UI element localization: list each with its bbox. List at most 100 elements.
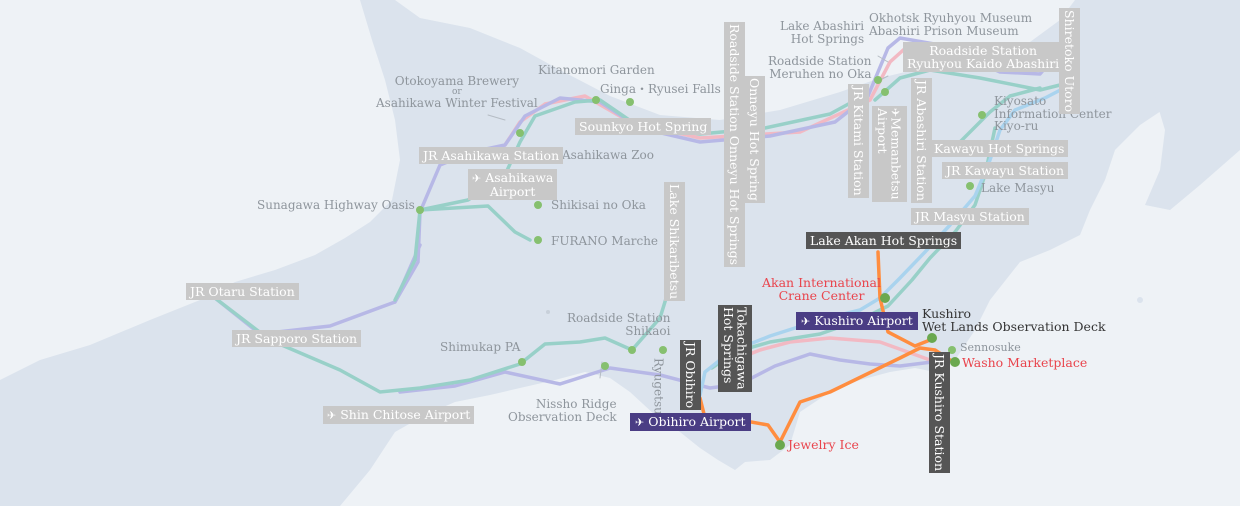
shin-chitose-label[interactable]: ✈Shin Chitose Airport — [323, 406, 475, 424]
otokoyama-label[interactable]: Otokoyama Brewery or Asahikawa Winter Fe… — [376, 75, 538, 110]
green-dot[interactable] — [881, 88, 889, 96]
airplane-icon: ✈ — [801, 315, 811, 328]
label-line: Hot Springs — [721, 307, 737, 384]
green-dot[interactable] — [927, 333, 937, 343]
label-line: Okhotsk Ryuhyou Museum — [869, 11, 1033, 25]
kawayu-hot-label[interactable]: Kawayu Hot Springs — [930, 140, 1069, 158]
jr-asahikawa-label[interactable]: JR Asahikawa Station — [419, 147, 564, 165]
label-line: Roadside Station — [768, 54, 872, 68]
ryuhyou-kaido-label[interactable]: Roadside Station Ryuhyou Kaido Abashiri — [903, 42, 1064, 73]
label-line: Lake Abashiri — [780, 19, 865, 33]
meruhen-label[interactable]: Roadside Station Meruhen no Oka — [768, 55, 872, 80]
islet — [546, 310, 550, 314]
jr-abashiri-label[interactable]: JR Abashiri Station — [911, 78, 933, 203]
green-dot[interactable] — [626, 98, 634, 106]
label-line: Airport — [875, 108, 891, 154]
green-dot[interactable] — [534, 201, 542, 209]
label-line: Meruhen no Oka — [769, 66, 872, 81]
shiretoko-label[interactable]: Shiretoko Utoro — [1059, 8, 1081, 115]
connector-line — [487, 55, 889, 379]
label-line: Wet Lands Observation Deck — [922, 319, 1106, 335]
green-dot[interactable] — [775, 440, 785, 450]
kushiro-airport-label[interactable]: ✈Kushiro Airport — [796, 312, 918, 330]
jr-otaru-label[interactable]: JR Otaru Station — [186, 283, 299, 301]
green-dot[interactable] — [416, 206, 424, 214]
kiyosato-label[interactable]: Kiyosato Information Center Kiyo-ru — [994, 95, 1112, 133]
jewelry-ice-label[interactable]: Jewelry Ice — [788, 437, 859, 452]
islet — [1137, 297, 1143, 303]
shiretoko-peninsula — [1060, 0, 1160, 90]
lake-akan-label[interactable]: Lake Akan Hot Springs — [806, 232, 962, 250]
green-dot[interactable] — [880, 293, 890, 303]
washo-label[interactable]: Washo Marketplace — [962, 355, 1088, 370]
kunashiri-island — [1145, 40, 1240, 210]
label-line: Ryuhyou Kaido Abashiri — [907, 56, 1060, 72]
label-line: Hot Springs — [790, 31, 865, 46]
green-dot[interactable] — [950, 357, 960, 367]
kushiro-wetlands-label[interactable]: Kushiro Wet Lands Observation Deck — [922, 307, 1106, 333]
ginga-label[interactable]: Ginga・Ryusei Falls — [600, 82, 721, 96]
green-dot[interactable] — [628, 346, 636, 354]
jr-kitami-label[interactable]: JR Kitami Station — [848, 84, 870, 198]
shimukap-label[interactable]: Shimukap PA — [440, 340, 521, 354]
label-line: Shin Chitose Airport — [340, 407, 471, 422]
furano-label[interactable]: FURANO Marche — [551, 234, 659, 248]
asahikawa-zoo-label[interactable]: Asahikawa Zoo — [562, 148, 654, 162]
green-dot[interactable] — [516, 129, 524, 137]
sunagawa-label[interactable]: Sunagawa Highway Oasis — [257, 198, 415, 212]
label-line: or — [452, 86, 462, 97]
lake-abashiri-label[interactable]: Lake Abashiri Hot Springs — [780, 20, 864, 45]
nissho-label[interactable]: Nissho Ridge Observation Deck — [508, 398, 617, 423]
label-line: Information Center — [994, 106, 1112, 121]
onneyu-station-label[interactable]: Roadside Station Onneyu Hot Springs — [724, 22, 746, 268]
label-line: Crane Center — [778, 288, 865, 304]
label-line: Roadside Station — [929, 43, 1037, 58]
jr-kushiro-label[interactable]: JR Kushiro Station — [929, 352, 951, 474]
onneyu-hot-label[interactable]: Onneyu Hot Spring — [744, 76, 766, 203]
label-line: Kushiro Airport — [814, 313, 913, 328]
sennosuke-label[interactable]: Sennosuke — [960, 341, 1021, 354]
airplane-icon: ✈ — [472, 172, 482, 185]
airplane-icon: ✈ — [327, 409, 337, 422]
label-line: Shikaoi — [625, 323, 671, 338]
green-dot[interactable] — [874, 76, 882, 84]
ryugetsu-label[interactable]: Ryugetsu — [651, 358, 666, 415]
museums-label[interactable]: Okhotsk Ryuhyou Museum Abashiri Prison M… — [869, 12, 1032, 37]
jr-kawayu-label[interactable]: JR Kawayu Station — [942, 162, 1069, 180]
green-dot[interactable] — [966, 182, 974, 190]
label-line: Abashiri Prison Museum — [869, 23, 1019, 38]
sounkyo-label[interactable]: Sounkyo Hot Spring — [575, 118, 712, 136]
obihiro-airport-label[interactable]: ✈Obihiro Airport — [630, 413, 751, 431]
jr-masyu-label[interactable]: JR Masyu Station — [911, 208, 1029, 226]
lake-shikaribetsu-label[interactable]: Lake Shikaribetsu — [664, 182, 686, 302]
kitanomori-label[interactable]: Kitanomori Garden — [538, 63, 655, 77]
label-line: Kiyosato — [994, 94, 1047, 108]
shikisai-label[interactable]: Shikisai no Oka — [551, 198, 646, 212]
akan-crane-label[interactable]: Akan International Crane Center — [762, 276, 881, 302]
small-island — [183, 454, 227, 482]
jr-sapporo-label[interactable]: JR Sapporo Station — [232, 330, 362, 348]
lake-masyu-label[interactable]: Lake Masyu — [981, 181, 1055, 195]
label-line: Observation Deck — [508, 409, 617, 424]
green-dot[interactable] — [592, 96, 600, 104]
label-line: Tokachigawa — [734, 307, 750, 390]
airplane-icon: ✈ — [635, 416, 645, 429]
green-dot[interactable] — [978, 111, 986, 119]
label-line: Asahikawa — [485, 170, 554, 185]
label-line: Kiyo-ru — [994, 119, 1039, 134]
label-line: Asahikawa Winter Festival — [376, 96, 538, 111]
shikaoi-label[interactable]: Roadside Station Shikaoi — [567, 312, 671, 337]
label-line: Akan International — [762, 275, 882, 290]
label-line: Kushiro — [922, 306, 972, 321]
green-dot[interactable] — [518, 358, 526, 366]
jr-obihiro-label[interactable]: JR Obihiro — [680, 340, 702, 411]
label-line: Airport — [489, 183, 536, 199]
green-dot[interactable] — [601, 362, 609, 370]
asahikawa-airport-label[interactable]: ✈Asahikawa Airport — [468, 169, 558, 200]
label-line: Memanbetsu — [888, 117, 904, 200]
green-dot[interactable] — [534, 236, 542, 244]
green-dot[interactable] — [659, 346, 667, 354]
label-line: Obihiro Airport — [648, 414, 746, 429]
